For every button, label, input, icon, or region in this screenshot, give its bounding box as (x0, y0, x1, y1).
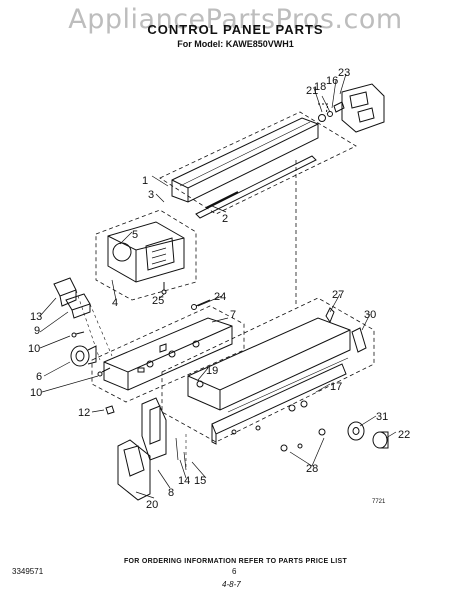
revision-mark: 4-8-7 (222, 580, 241, 589)
diagram-title: CONTROL PANEL PARTS (147, 22, 324, 37)
callout-16: 16 (326, 75, 338, 87)
callout-2: 2 (222, 213, 228, 225)
callout-21: 21 (306, 85, 318, 97)
watermark: AppliancePartsPros.com (68, 4, 403, 35)
callout-7: 7 (230, 309, 236, 321)
console-top-panel (171, 117, 319, 219)
console-dashed-outline (159, 111, 357, 215)
document-number: 3349571 (12, 567, 44, 576)
callout-6: 6 (36, 371, 42, 383)
knob-31 (347, 421, 365, 441)
knob-6 (70, 345, 97, 367)
callout-1: 1 (142, 175, 148, 187)
callout-8: 8 (168, 487, 174, 499)
callout-13: 13 (30, 311, 42, 323)
model-line: For Model: KAWE850VWH1 (177, 39, 294, 49)
end-cap-left (117, 397, 167, 501)
callout-20: 20 (146, 499, 158, 511)
control-panel-plate (103, 317, 233, 391)
clip-12 (105, 405, 115, 415)
page-number: 6 (232, 567, 237, 576)
callout-14: 14 (178, 475, 190, 487)
control-module (107, 221, 185, 283)
callout-4: 4 (112, 297, 118, 309)
callout-9: 9 (34, 325, 40, 337)
callout-5: 5 (132, 229, 138, 241)
drawing-code: 7721 (372, 499, 386, 505)
callout-30: 30 (364, 309, 376, 321)
callout-24: 24 (214, 291, 226, 303)
panel-dashed-outline (91, 305, 245, 403)
callout-3: 3 (148, 189, 154, 201)
switch-9 (65, 293, 91, 319)
callout-23: 23 (338, 67, 350, 79)
callout-31: 31 (376, 411, 388, 423)
callout-17: 17 (330, 381, 342, 393)
callout-15: 15 (194, 475, 206, 487)
callout-18: 18 (314, 81, 326, 93)
console-back-panel (187, 317, 351, 445)
ordering-note: FOR ORDERING INFORMATION REFER TO PARTS … (123, 558, 348, 565)
callout-27: 27 (332, 289, 344, 301)
switch-13 (53, 277, 77, 307)
module-dashed-outline (95, 209, 197, 301)
callout-12: 12 (78, 407, 90, 419)
callout-10-upper: 10 (28, 343, 40, 355)
callout-22: 22 (398, 429, 410, 441)
end-cap-right (341, 83, 385, 133)
callout-25: 25 (152, 295, 164, 307)
callout-19: 19 (206, 365, 218, 377)
lower-dashed-outline (161, 297, 375, 443)
callout-10-lower: 10 (30, 387, 42, 399)
callout-28: 28 (306, 463, 318, 475)
knob-22 (372, 431, 389, 449)
